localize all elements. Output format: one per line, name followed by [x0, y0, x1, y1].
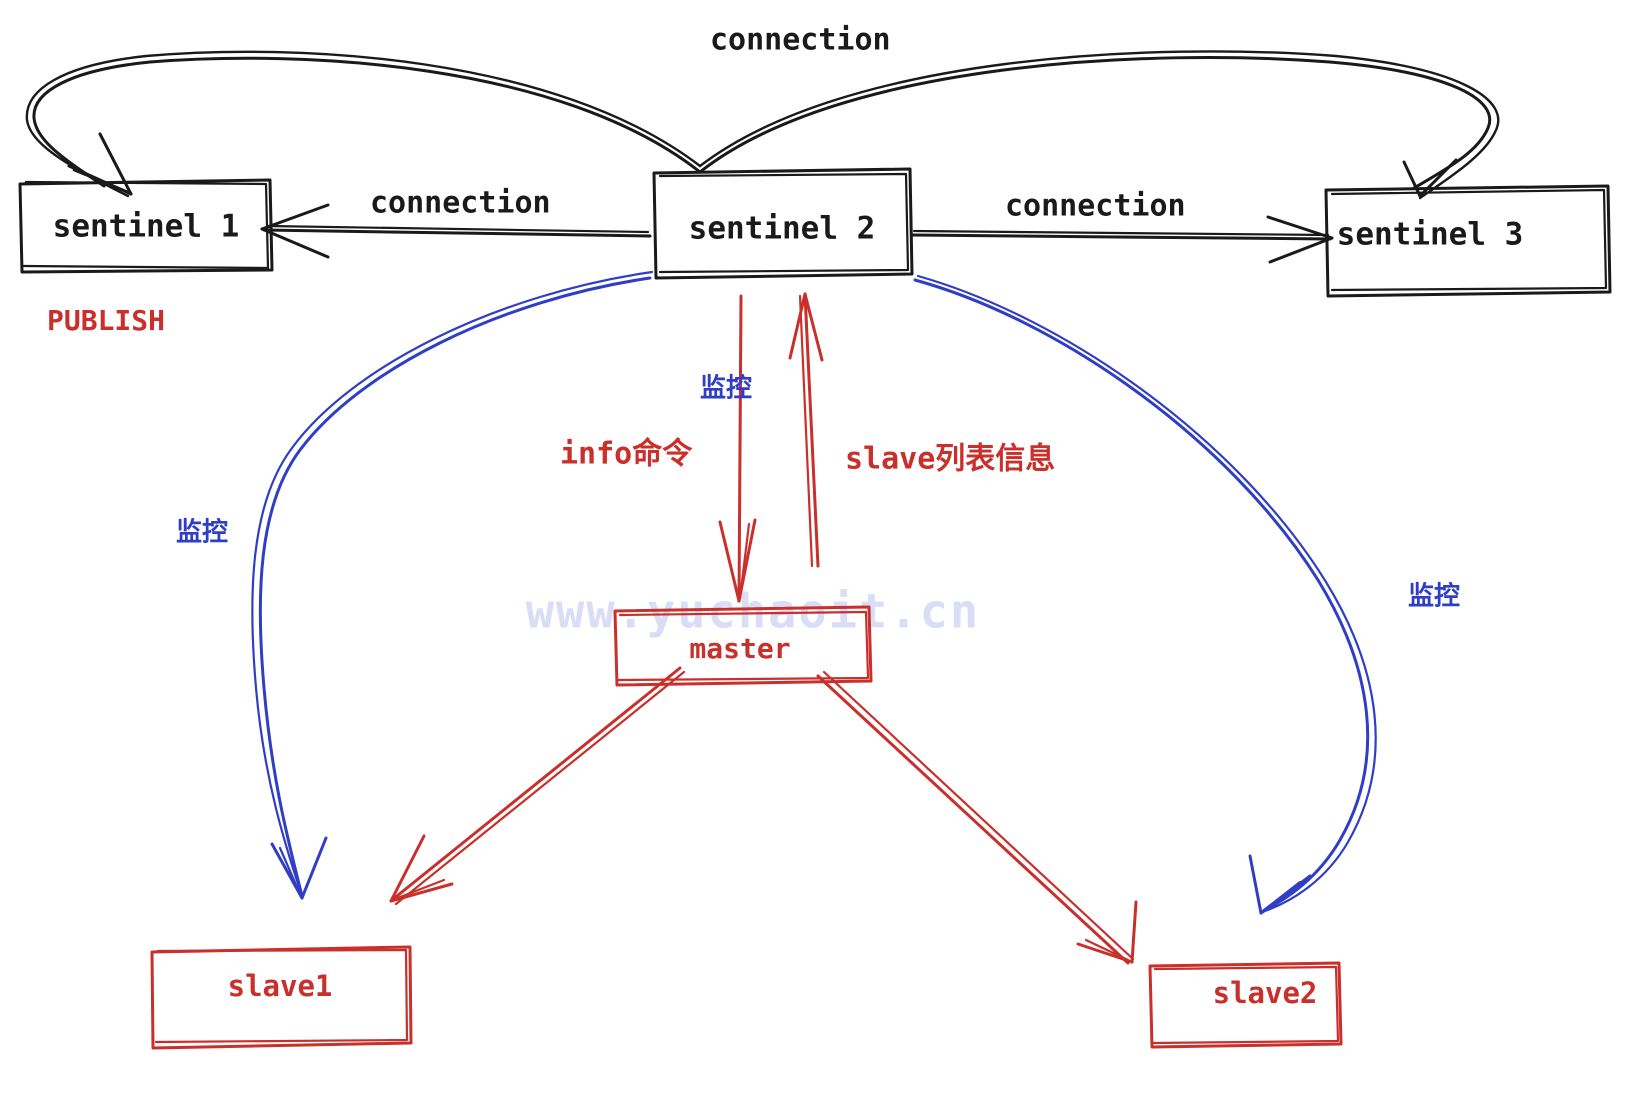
node-label-sentinel-2: sentinel 2: [689, 211, 876, 247]
node-label-sentinel-3: sentinel 3: [1337, 217, 1524, 253]
edge-label-connection-top: connection: [710, 23, 891, 58]
edge-label-connection-left: connection: [370, 186, 551, 221]
watermark-text: www.yuchaoit.cn: [526, 585, 980, 640]
edge-label-slave-list-info: slave列表信息: [845, 442, 1055, 477]
edge-label-monitor-right: 监控: [1408, 582, 1460, 612]
edge-master-to-slave1: [389, 666, 686, 906]
node-slave2[interactable]: slave2: [1148, 961, 1343, 1049]
node-master[interactable]: master: [613, 605, 873, 687]
edge-sentinel2-to-slave1-monitor: [251, 270, 654, 900]
node-slave1[interactable]: slave1: [150, 945, 413, 1050]
node-label-slave2: slave2: [1213, 976, 1318, 1010]
edge-sentinel2-to-sentinel3-curved: [698, 50, 1500, 200]
node-label-sentinel-1: sentinel 1: [53, 209, 240, 245]
edge-sentinel2-to-sentinel1-straight: [260, 203, 652, 259]
edge-sentinel2-to-master-info: [718, 294, 757, 603]
edge-label-monitor-left: 监控: [176, 518, 228, 548]
edge-label-publish: PUBLISH: [47, 304, 165, 337]
edge-label-connection-right: connection: [1005, 189, 1186, 224]
node-sentinel-2[interactable]: sentinel 2: [652, 167, 914, 280]
edge-label-monitor-middle: 监控: [700, 374, 752, 404]
node-label-master: master: [689, 632, 790, 665]
edge-sentinel2-to-sentinel3-straight: [910, 215, 1334, 264]
edge-sentinel2-to-slave2-monitor: [913, 274, 1377, 915]
node-sentinel-1[interactable]: sentinel 1: [18, 178, 274, 274]
edge-master-to-sentinel2-slavelist: [788, 292, 824, 568]
edge-sentinel2-to-sentinel1-curved: [25, 50, 702, 198]
node-label-slave1: slave1: [228, 969, 333, 1003]
node-sentinel-3[interactable]: sentinel 3: [1324, 184, 1612, 298]
edge-label-info-command: info命令: [560, 437, 693, 472]
edge-master-to-slave2: [816, 670, 1138, 965]
